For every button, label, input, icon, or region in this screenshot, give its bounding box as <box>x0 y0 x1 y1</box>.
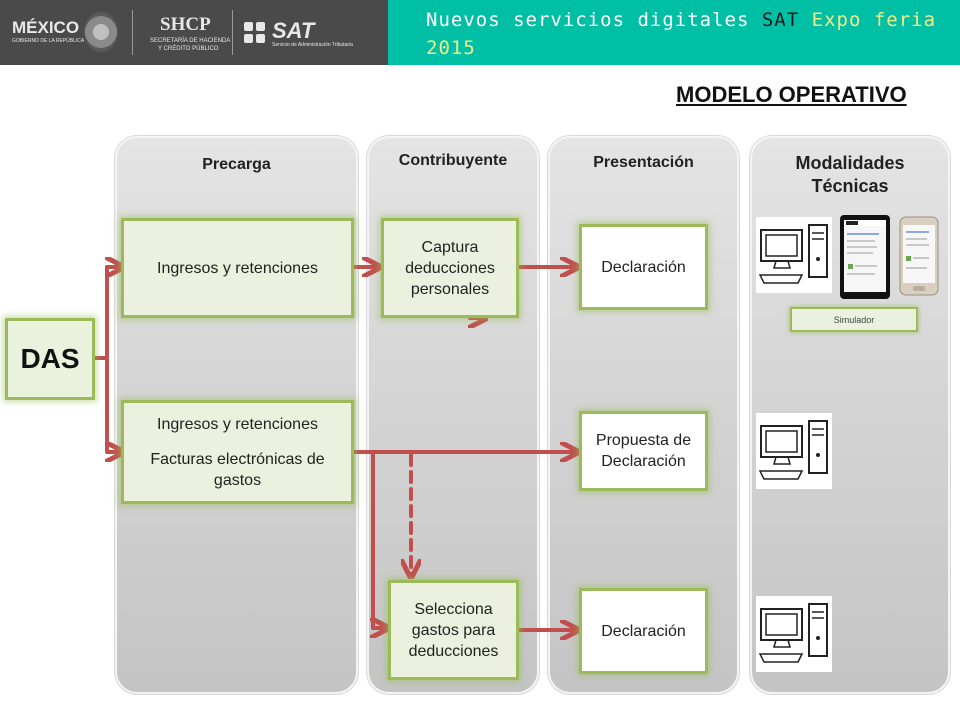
mexico-logo-text: MÉXICO <box>12 18 80 37</box>
shcp-logo-subtext-2: Y CRÉDITO PÚBLICO <box>158 46 219 52</box>
box-declaracion-1: Declaración <box>579 224 708 310</box>
box-ingresos-facturas: Ingresos y retenciones Facturas electrón… <box>121 400 354 504</box>
shcp-logo-subtext: SECRETARÍA DE HACIENDA <box>150 38 231 44</box>
lane-title-contribuyente: Contribuyente <box>398 152 508 169</box>
logo-bar: MÉXICO GOBIERNO DE LA REPÚBLICA SHCP SEC… <box>0 0 388 65</box>
banner-sat: SAT <box>761 9 800 31</box>
page-title: MODELO OPERATIVO <box>676 82 907 107</box>
national-seal-icon <box>84 12 118 52</box>
lane-title-precarga: Precarga <box>202 156 271 173</box>
shcp-logo-text: SHCP <box>160 14 211 35</box>
arrow-ingresos2-selecciona <box>373 450 386 628</box>
sat-logo-icon <box>244 22 266 44</box>
box-selecciona-gastos-label: Selecciona gastos para deducciones <box>408 600 499 660</box>
banner-text: Nuevos servicios digitales <box>426 9 762 31</box>
banner-title: Nuevos servicios digitales SAT Expo feri… <box>426 6 946 62</box>
mexico-logo-subtext: GOBIERNO DE LA REPÚBLICA <box>12 38 85 44</box>
box-declaracion-2: Declaración <box>579 588 708 674</box>
box-ingresos-retenciones-label: Ingresos y retenciones <box>157 259 318 277</box>
desktop-computer-icon <box>756 217 832 293</box>
box-captura-deducciones: Captura deducciones personales <box>381 218 519 318</box>
header: MÉXICO GOBIERNO DE LA REPÚBLICA SHCP SEC… <box>0 0 960 65</box>
box-ingresos-facturas-line2: Facturas electrónicas de gastos <box>150 450 325 489</box>
box-ingresos-facturas-line1: Ingresos y retenciones <box>157 415 318 433</box>
box-declaracion-2-label: Declaración <box>601 622 686 640</box>
box-propuesta-declaracion-label: Propuesta de Declaración <box>595 432 692 470</box>
sat-logo-text: SAT <box>272 18 315 43</box>
arrow-das-ingresos2 <box>105 356 121 452</box>
tablet-icon <box>840 215 890 299</box>
das-box: DAS <box>5 318 95 400</box>
lane-title-presentacion: Presentación <box>593 154 694 171</box>
box-declaracion-1-label: Declaración <box>601 258 686 276</box>
desktop-computer-icon <box>756 596 832 672</box>
simulador-button: Simulador <box>790 307 918 332</box>
arrow-das-ingresos1 <box>93 267 121 360</box>
box-ingresos-retenciones: Ingresos y retenciones <box>121 218 354 318</box>
sat-logo-subtext: Servicio de Administración Tributaria <box>272 42 353 48</box>
box-propuesta-declaracion: Propuesta de Declaración <box>579 411 708 491</box>
divider <box>132 10 133 55</box>
lane-title-modalidades: Modalidades Técnicas <box>795 153 905 196</box>
desktop-computer-icon <box>756 413 832 489</box>
banner-expo: Expo feria 2015 <box>426 9 937 59</box>
banner-bar: Nuevos servicios digitales SAT Expo feri… <box>388 0 960 65</box>
divider <box>232 10 233 55</box>
smartphone-icon <box>899 216 939 296</box>
box-captura-deducciones-label: Captura deducciones personales <box>405 238 495 298</box>
box-selecciona-gastos: Selecciona gastos para deducciones <box>388 580 519 680</box>
